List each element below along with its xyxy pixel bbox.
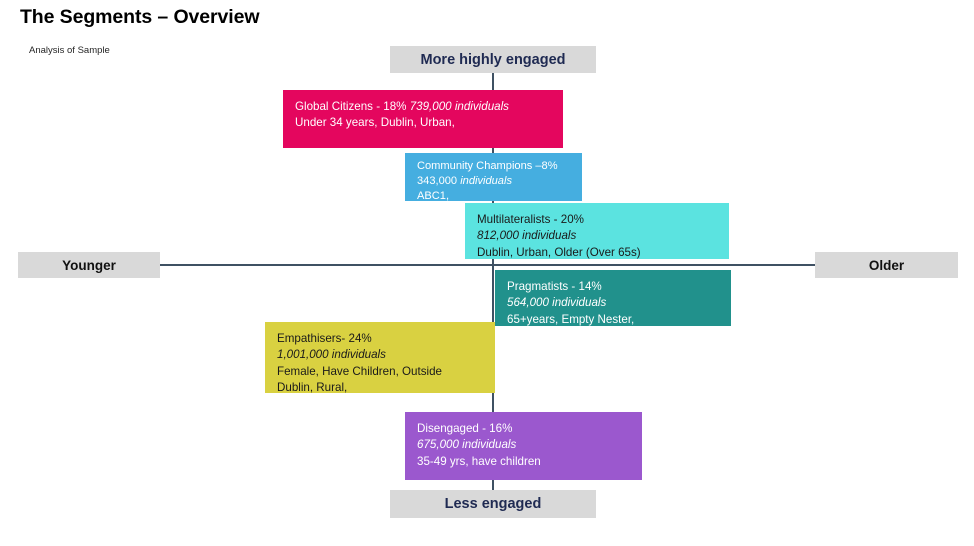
segment-line-2: 564,000 individuals (507, 296, 607, 310)
segment-box-pragmatists: Pragmatists - 14% 564,000 individuals 65… (495, 270, 731, 326)
segment-line-3: 35-49 yrs, have children (417, 454, 541, 468)
segment-count-unit: individuals (460, 175, 512, 188)
segment-box-global-citizens: Global Citizens - 18% 739,000 individual… (283, 90, 563, 148)
segment-line-2: 1,001,000 individuals (277, 348, 386, 362)
segment-name-share: Global Citizens - 18% (295, 100, 410, 113)
axis-label-younger: Younger (18, 252, 160, 278)
axis-label-older: Older (815, 252, 958, 278)
horizontal-axis-line (160, 264, 816, 266)
segment-line-1: Pragmatists - 14% (507, 280, 602, 293)
page-title: The Segments – Overview (20, 6, 260, 28)
segment-line-2: 343,000 individuals (417, 174, 570, 189)
segment-line-1: Empathisers- 24% (277, 332, 372, 345)
page-subtitle: Analysis of Sample (29, 45, 110, 56)
segment-box-community-champions: Community Champions –8% 343,000 individu… (405, 153, 582, 201)
segment-line-1: Global Citizens - 18% 739,000 individual… (295, 99, 551, 115)
segment-box-empathisers: Empathisers- 24% 1,001,000 individuals F… (265, 322, 495, 393)
segment-line-4: Dublin, Rural, (277, 381, 348, 393)
axis-label-more-highly-engaged: More highly engaged (390, 46, 596, 73)
segment-line-3: 65+years, Empty Nester, (507, 312, 635, 326)
segment-line-3: Dublin, Urban, Older (Over 65s) (477, 245, 641, 259)
segment-count-number: 343,000 (417, 175, 461, 188)
segment-line-2: Under 34 years, Dublin, Urban, (295, 116, 455, 130)
segment-line-1: Multilateralists - 20% (477, 213, 584, 226)
segment-box-disengaged: Disengaged - 16% 675,000 individuals 35-… (405, 412, 642, 480)
segment-line-2: 675,000 individuals (417, 438, 517, 452)
segment-count: 739,000 individuals (409, 100, 509, 113)
segment-line-3: ABC1, (417, 190, 450, 201)
segment-line-2: 812,000 individuals (477, 229, 577, 243)
segment-box-multilateralists: Multilateralists - 20% 812,000 individua… (465, 203, 729, 259)
axis-label-less-engaged: Less engaged (390, 490, 596, 518)
vertical-axis-line (492, 71, 494, 491)
segment-line-3: Female, Have Children, Outside (277, 364, 442, 378)
segment-line-1: Community Champions –8% (417, 160, 558, 172)
segment-line-1: Disengaged - 16% (417, 422, 513, 435)
